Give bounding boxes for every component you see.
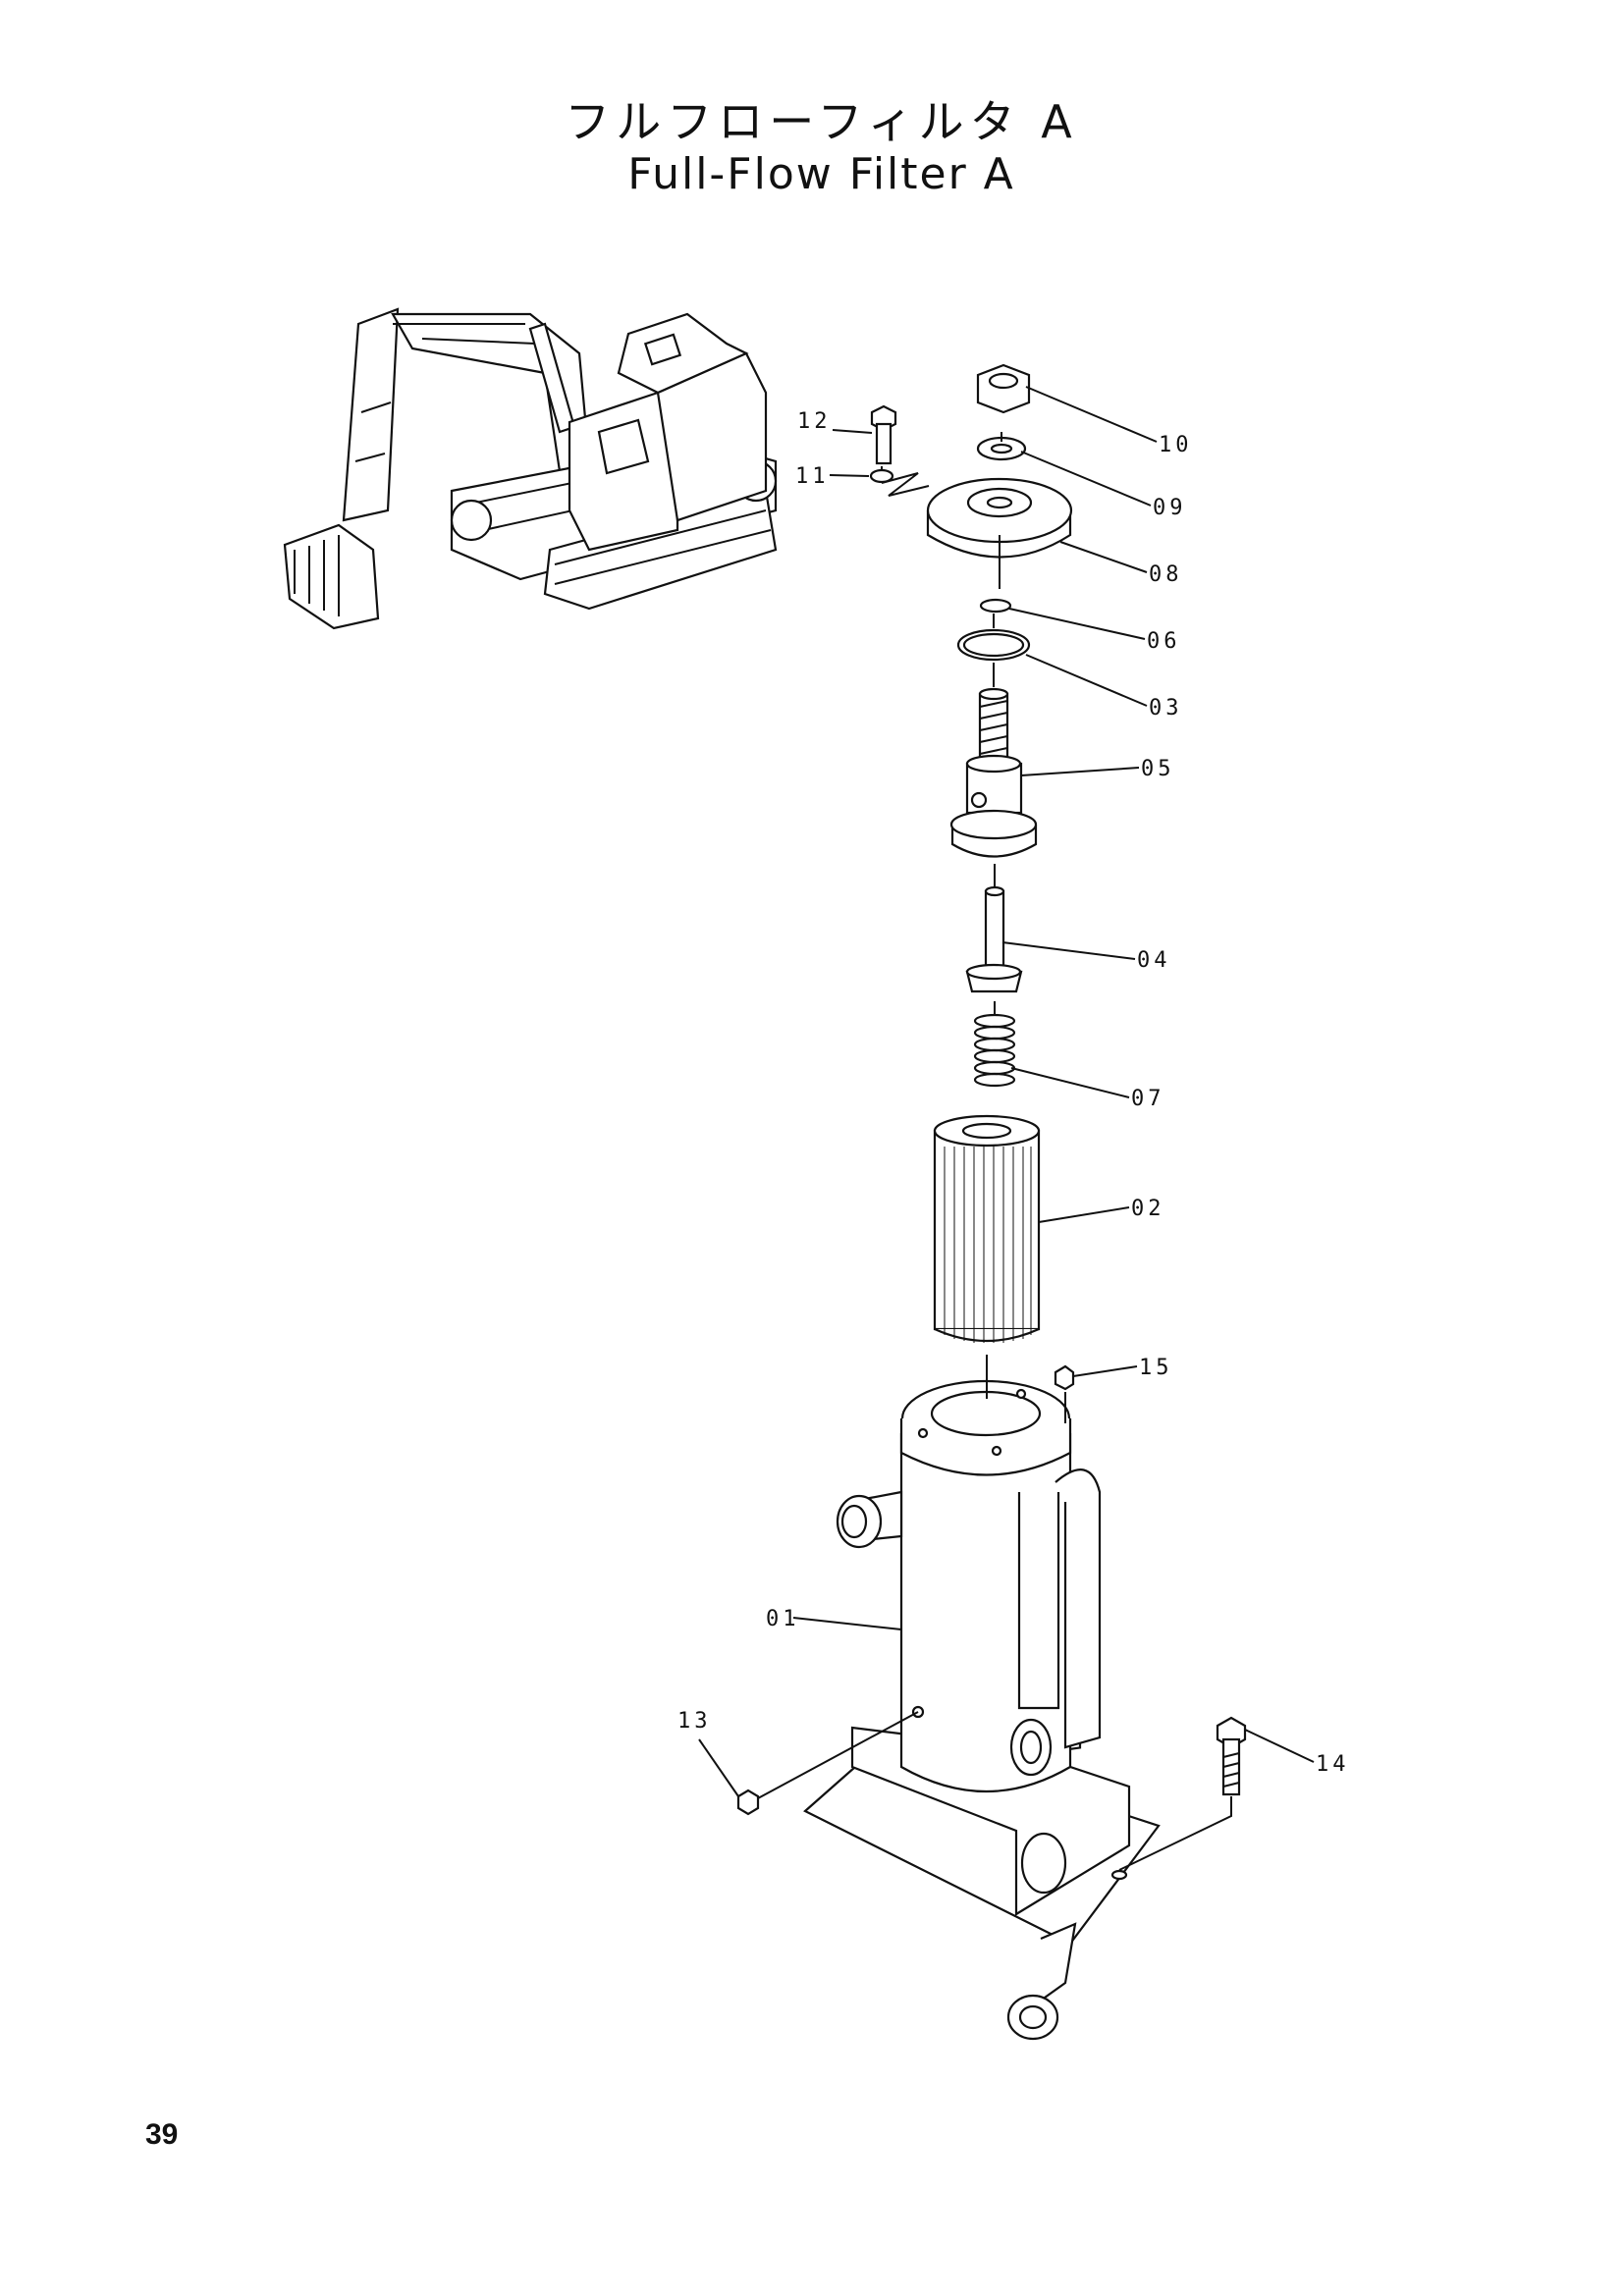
- page-title-japanese: フルフローフィルタ A: [565, 95, 1078, 148]
- callout-13: 13: [677, 1709, 712, 1734]
- callout-08: 08: [1149, 562, 1183, 587]
- part-05-valve-body: [949, 687, 1038, 858]
- page-number: 39: [145, 2118, 179, 2151]
- callout-07: 07: [1131, 1087, 1165, 1111]
- callout-09: 09: [1153, 496, 1187, 520]
- callout-02: 02: [1131, 1197, 1165, 1221]
- callout-05: 05: [1141, 757, 1175, 781]
- callout-04: 04: [1137, 948, 1171, 973]
- callout-01: 01: [766, 1607, 800, 1631]
- part-07-spring: [973, 1013, 1016, 1088]
- callout-06: 06: [1147, 629, 1181, 654]
- part-13-drain-plug: [736, 1789, 760, 1816]
- part-04-poppet: [965, 885, 1023, 993]
- callout-14: 14: [1316, 1752, 1350, 1777]
- part-10-hex-nut: [976, 363, 1031, 414]
- part-14-bolt: [1216, 1716, 1247, 1796]
- page-title-english: Full-Flow Filter A: [627, 149, 1015, 199]
- assembly-center-lines: [757, 432, 1232, 1871]
- excavator-illustration: [283, 307, 778, 630]
- callout-10: 10: [1159, 433, 1193, 457]
- part-12-bolt: [870, 404, 897, 465]
- leader-lines: [698, 386, 1315, 1797]
- part-09-washer: [976, 436, 1027, 461]
- part-06-small-o-ring: [979, 598, 1012, 614]
- part-15-plug: [1054, 1364, 1075, 1391]
- callout-15: 15: [1139, 1356, 1173, 1380]
- part-01-filter-housing: [803, 1379, 1161, 2041]
- callout-03: 03: [1149, 696, 1183, 721]
- part-03-large-o-ring: [956, 628, 1031, 662]
- part-02-filter-element: [933, 1114, 1041, 1343]
- callout-11: 11: [795, 464, 830, 489]
- callout-12: 12: [797, 409, 832, 434]
